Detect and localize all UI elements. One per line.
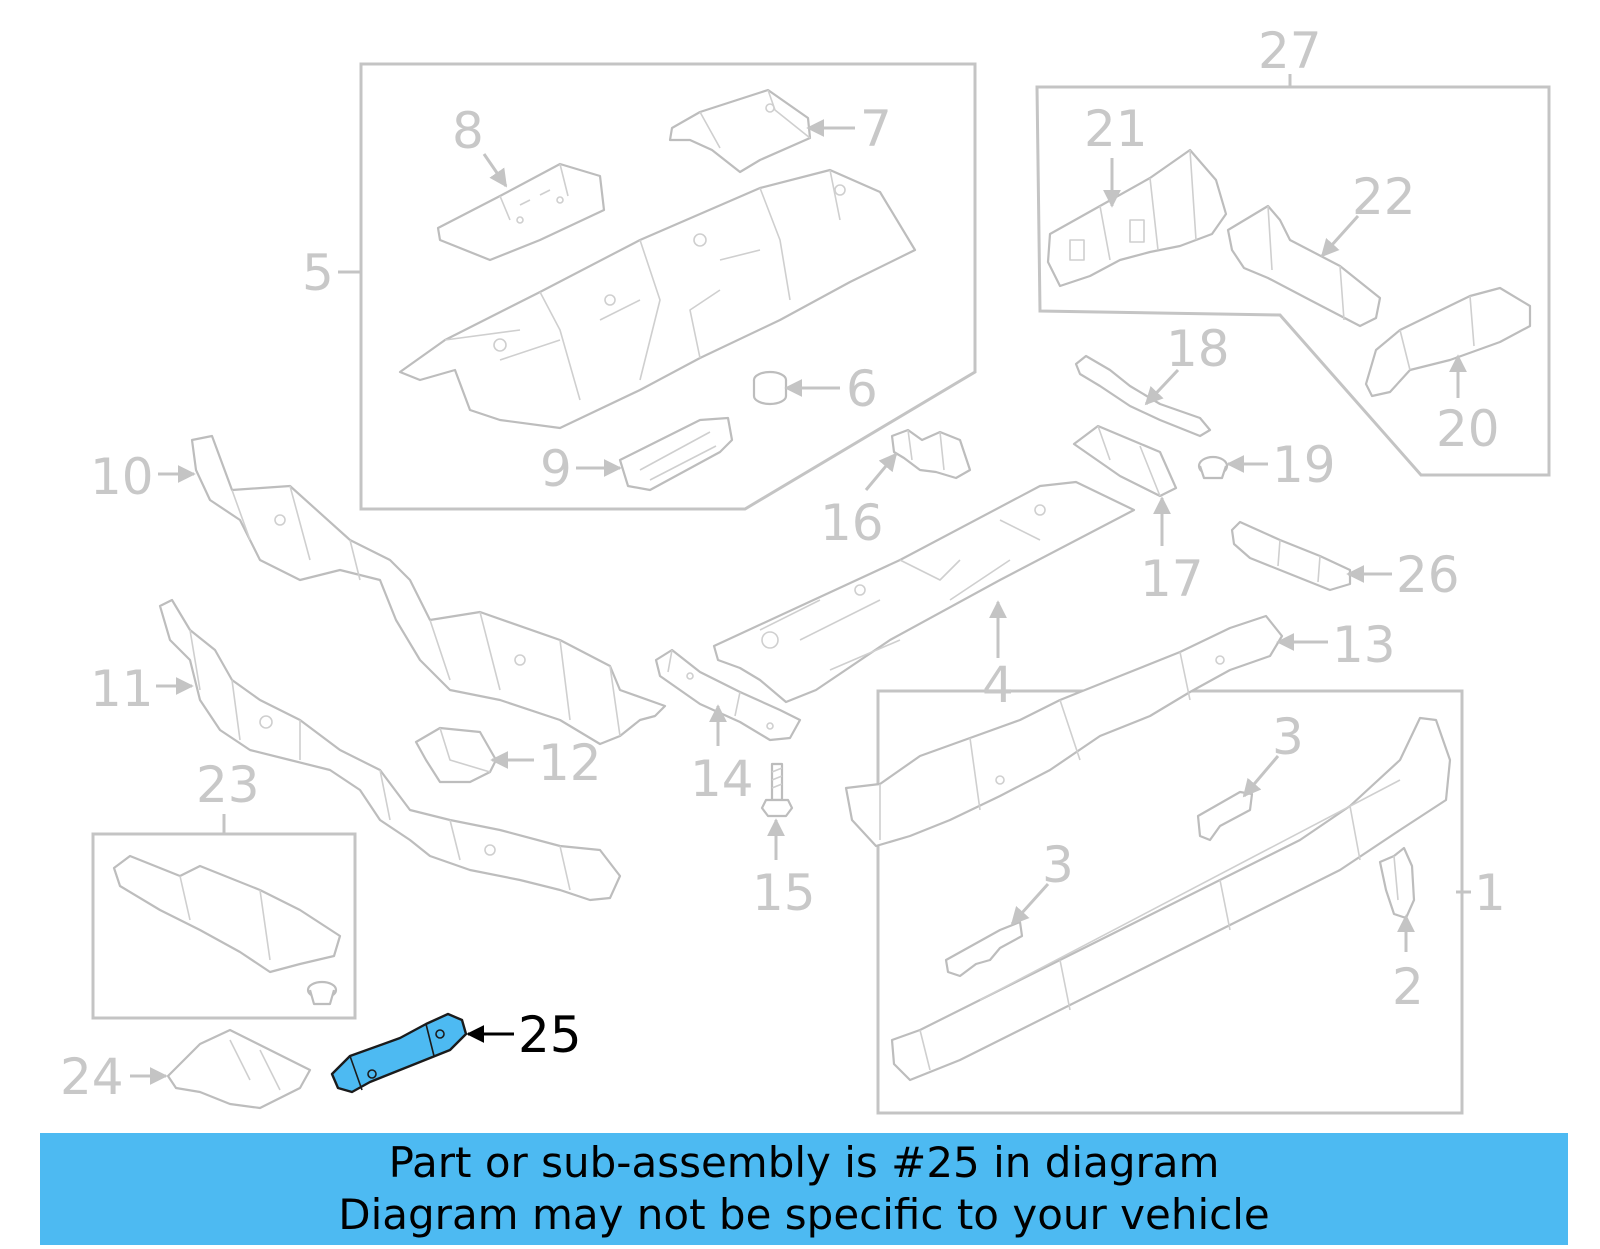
part-8-panel (436, 162, 606, 262)
part-7-bracket (668, 88, 812, 174)
callout-25: 25 (518, 1006, 582, 1064)
callout-12: 12 (538, 734, 602, 792)
callout-17: 17 (1140, 550, 1204, 608)
part-17-bracket (1072, 424, 1178, 498)
part-20-member (1364, 286, 1532, 398)
callout-13: 13 (1332, 616, 1396, 674)
callout-21: 21 (1084, 100, 1148, 158)
part-18-brace (1074, 354, 1212, 438)
part-6-plug (752, 370, 788, 406)
callout-11: 11 (90, 660, 154, 718)
part-14-crossmember (654, 648, 802, 742)
part-15-bolt (760, 762, 794, 818)
part-2-bracket (1378, 846, 1416, 920)
part-3-bracket-lower (944, 920, 1024, 978)
part-1-rocker (890, 716, 1452, 1082)
callout-26: 26 (1396, 546, 1460, 604)
callout-3-lower: 3 (1042, 836, 1074, 894)
callout-14: 14 (690, 750, 754, 808)
callout-27: 27 (1258, 22, 1322, 80)
group-box-27 (1035, 85, 1551, 477)
banner-line-2: Diagram may not be specific to your vehi… (338, 1190, 1270, 1239)
callout-19: 19 (1272, 436, 1336, 494)
banner-line-1: Part or sub-assembly is #25 in diagram (388, 1138, 1220, 1187)
part-19-clip (1197, 455, 1229, 480)
part-11-rail (158, 598, 622, 902)
callout-8: 8 (452, 102, 484, 160)
callout-16: 16 (820, 494, 884, 552)
part-23-reinforcement (112, 854, 342, 1006)
leader-lines (130, 74, 1471, 1085)
callout-22: 22 (1352, 168, 1416, 226)
callout-10: 10 (90, 448, 154, 506)
callout-4: 4 (982, 656, 1014, 714)
callout-23: 23 (196, 756, 260, 814)
part-16-bracket (890, 428, 972, 480)
part-5-floor-pan (398, 168, 917, 430)
part-26-bracket (1230, 520, 1352, 592)
callout-18: 18 (1166, 320, 1230, 378)
part-21-member (1046, 148, 1228, 288)
part-3-bracket-upper (1196, 790, 1254, 842)
info-banner: Part or sub-assembly is #25 in diagram D… (40, 1133, 1568, 1245)
callout-2: 2 (1392, 958, 1424, 1016)
callout-24: 24 (60, 1048, 124, 1106)
group-box-5 (359, 62, 977, 511)
callout-5: 5 (302, 244, 334, 302)
callout-7: 7 (860, 100, 892, 158)
part-9-bracket (618, 416, 734, 492)
callout-1: 1 (1474, 864, 1506, 922)
part-25-highlighted (330, 1012, 468, 1094)
callout-3-upper: 3 (1272, 708, 1304, 766)
callout-15: 15 (752, 864, 816, 922)
part-13-rail (844, 614, 1284, 848)
callout-6: 6 (846, 360, 878, 418)
callout-labels: 1 2 3 3 4 5 6 7 8 9 10 11 12 13 14 15 16… (60, 22, 1506, 1106)
part-24-bracket (166, 1028, 312, 1110)
part-22-member (1226, 204, 1382, 328)
part-10-rail (190, 434, 667, 746)
part-4-floor-center (712, 480, 1136, 704)
callout-9: 9 (540, 440, 572, 498)
callout-20: 20 (1436, 400, 1500, 458)
part-12-bracket (414, 726, 498, 784)
